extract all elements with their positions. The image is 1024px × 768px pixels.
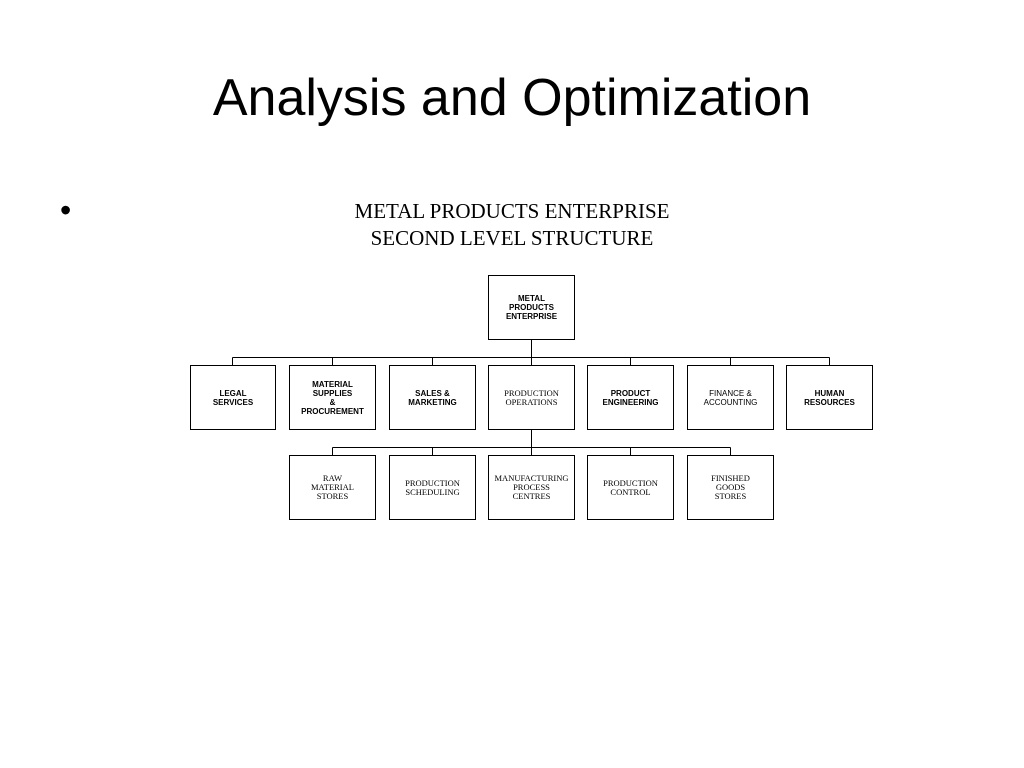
slide-title: Analysis and Optimization xyxy=(212,69,812,127)
org-box-raw-material-stores: RAW MATERIAL STORES xyxy=(289,455,376,520)
org-box-finished-goods-stores: FINISHED GOODS STORES xyxy=(687,455,774,520)
diagram-heading-line-2: SECOND LEVEL STRUCTURE xyxy=(370,226,654,250)
org-box-finance-accounting: FINANCE & ACCOUNTING xyxy=(687,365,774,430)
org-box-material-supplies: MATERIAL SUPPLIES & PROCUREMENT xyxy=(289,365,376,430)
org-box-production-control: PRODUCTION CONTROL xyxy=(587,455,674,520)
diagram-heading-line-1: METAL PRODUCTS ENTERPRISE xyxy=(354,199,670,223)
org-box-root: METAL PRODUCTS ENTERPRISE xyxy=(488,275,575,340)
org-box-legal-services: LEGAL SERVICES xyxy=(190,365,276,430)
bullet-point: • xyxy=(60,192,72,228)
org-box-sales-marketing: SALES & MARKETING xyxy=(389,365,476,430)
org-box-manufacturing-process-centres: MANUFACTURING PROCESS CENTRES xyxy=(488,455,575,520)
diagram-heading: METAL PRODUCTS ENTERPRISE SECOND LEVEL S… xyxy=(212,198,812,252)
org-box-product-engineering: PRODUCT ENGINEERING xyxy=(587,365,674,430)
org-box-production-scheduling: PRODUCTION SCHEDULING xyxy=(389,455,476,520)
org-box-production-operations: PRODUCTION OPERATIONS xyxy=(488,365,575,430)
org-box-human-resources: HUMAN RESOURCES xyxy=(786,365,873,430)
